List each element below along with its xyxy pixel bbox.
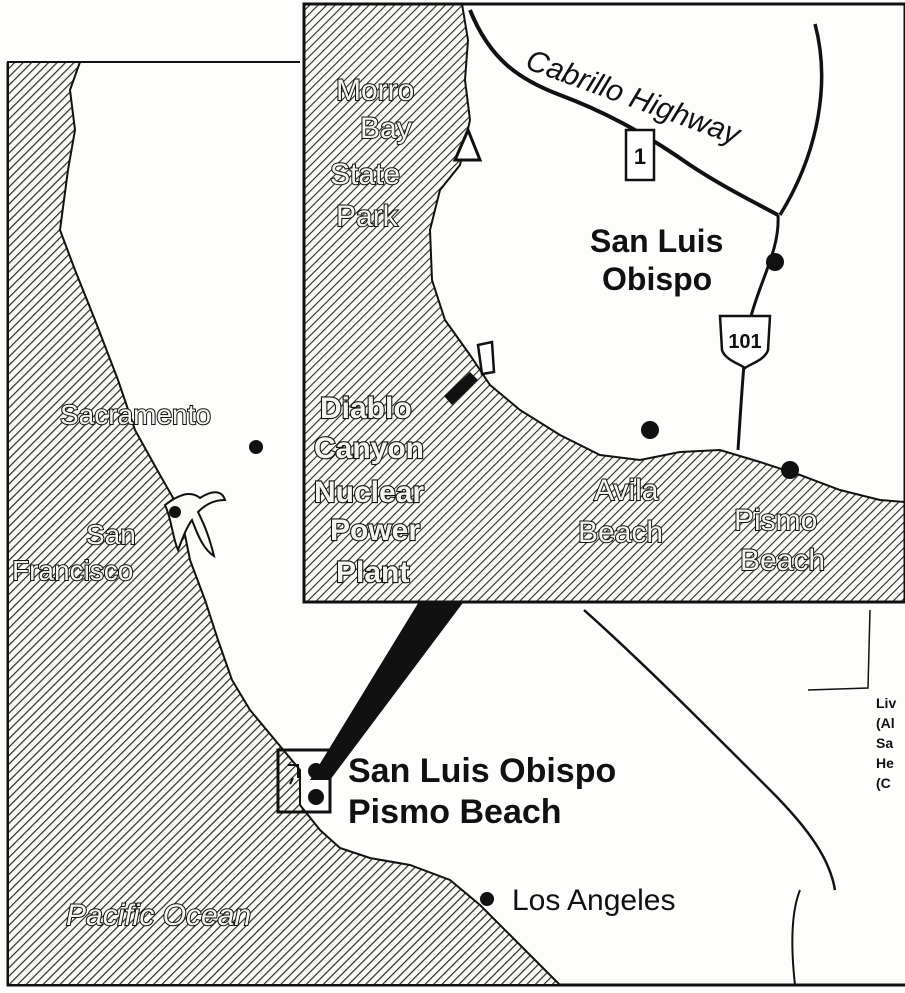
state-boundary-east — [583, 609, 837, 891]
san-francisco-bay — [163, 491, 227, 559]
pacific-ocean-label: Pacific Ocean — [66, 899, 251, 932]
inset-avila-beach-dot — [641, 421, 659, 439]
plant-label-line5: Plant — [336, 556, 409, 589]
pismo-beach-label: Pismo Beach — [348, 793, 562, 831]
san-francisco-label-line2: Francisco — [12, 555, 133, 586]
diablo-canyon-mini-icon — [288, 764, 299, 785]
inset-city-label-line2: Obispo — [602, 261, 712, 297]
side-caption-line4: He — [876, 755, 894, 771]
side-caption-line3: Sa — [876, 735, 893, 751]
avila-label-line1: Avila — [594, 474, 659, 507]
los-angeles-dot — [480, 892, 494, 906]
plant-label-line1: Diablo — [320, 392, 412, 425]
svg-text:1: 1 — [634, 144, 646, 169]
pismo-beach-dot — [308, 789, 324, 805]
road-north-branch — [778, 23, 824, 216]
park-label-line3: State — [330, 158, 400, 191]
sacramento-dot — [249, 440, 263, 454]
inset-city-label-line1: San Luis — [590, 223, 723, 259]
side-caption: Liv (Al Sa He (C — [876, 695, 896, 791]
inset-pismo-beach-dot — [781, 461, 799, 479]
side-caption-line5: (C — [876, 775, 891, 791]
park-label-line2: Bay — [360, 112, 412, 145]
route-101-shield: 101 — [718, 314, 772, 370]
inset-locator-box — [276, 748, 332, 814]
san-luis-obispo-label: San Luis Obispo — [348, 752, 616, 790]
cabrillo-highway-road — [468, 9, 779, 217]
park-label-line4: Park — [336, 200, 399, 233]
state-boundary-tick — [807, 609, 871, 691]
san-francisco-label-line1: San — [86, 519, 136, 550]
main-map: Sacramento San Francisco San Luis Obispo… — [6, 61, 905, 987]
los-angeles-label: Los Angeles — [512, 884, 675, 917]
power-plant-icon — [476, 340, 496, 376]
pismo-label-line1: Pismo — [734, 504, 817, 537]
avila-label-line2: Beach — [578, 516, 663, 549]
sacramento-label: Sacramento — [60, 399, 211, 430]
plant-label-line3: Nuclear — [314, 476, 424, 509]
park-label-line1: Morro — [336, 74, 414, 107]
inset-pointer — [310, 600, 465, 780]
ocean-area — [7, 61, 563, 986]
state-park-icon — [452, 126, 483, 162]
plant-label-line4: Power — [330, 514, 420, 547]
inset-san-luis-obispo-dot — [766, 253, 784, 271]
san-francisco-dot — [169, 506, 181, 518]
side-caption-line1: Liv — [876, 695, 896, 711]
plant-label-line2: Canyon — [314, 432, 424, 465]
pismo-label-line2: Beach — [740, 544, 825, 577]
inset-map: 1 101 Cabrillo Highway Morro Bay State P… — [302, 2, 905, 604]
svg-text:101: 101 — [728, 331, 761, 353]
inset-frame — [302, 2, 905, 604]
power-plant-arrow — [444, 372, 478, 405]
state-boundary-southeast — [791, 889, 801, 986]
san-luis-obispo-dot — [308, 763, 324, 779]
route-1-shield: 1 — [624, 128, 656, 182]
side-caption-line2: (Al — [876, 715, 895, 731]
